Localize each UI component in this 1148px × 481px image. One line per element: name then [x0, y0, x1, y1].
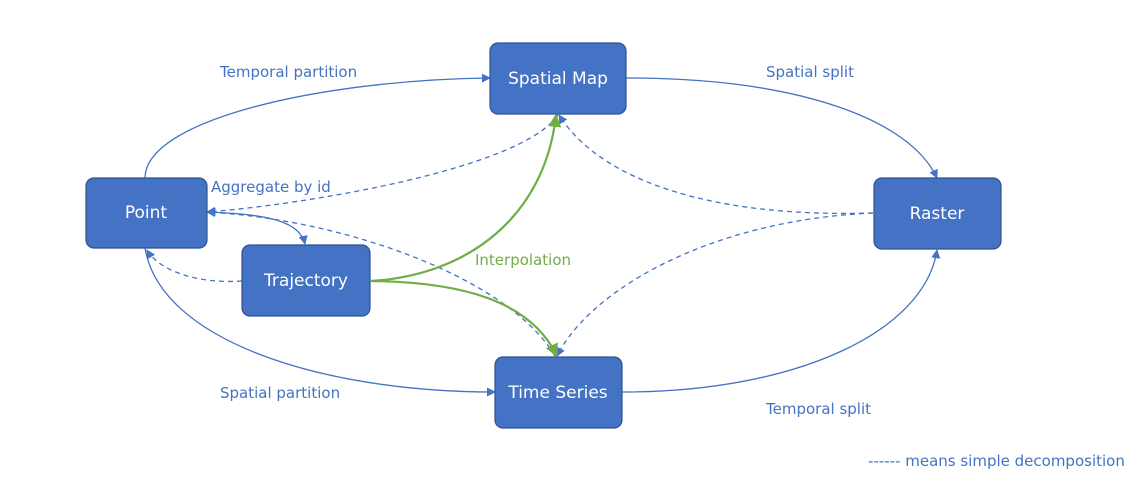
dashed-edge-raster-to-time-series: [556, 212, 874, 357]
edge-point-to-spatial-map: [144, 73, 491, 179]
node-time-series: Time Series: [494, 356, 623, 429]
node-spatial-map: Spatial Map: [489, 42, 627, 115]
label-temporal-partition: Temporal partition: [219, 63, 357, 81]
dashed-edge-trajectory-to-point: [146, 249, 243, 283]
node-trajectory-label: Trajectory: [263, 271, 348, 291]
label-interpolation: Interpolation: [475, 251, 571, 269]
dashed-edge-raster-to-spatial-map: [558, 114, 874, 215]
label-aggregate-by-id: Aggregate by id: [211, 178, 331, 196]
label-temporal-split: Temporal split: [765, 400, 871, 418]
node-raster-label: Raster: [910, 204, 965, 224]
legend-dashed-line-note: ------ means simple decomposition: [868, 452, 1125, 470]
label-spatial-split: Spatial split: [766, 63, 854, 81]
green-edge-trajectory-to-spatial-map: [370, 113, 562, 283]
node-point: Point: [85, 177, 208, 249]
edge-spatial-map-to-raster: [625, 77, 938, 179]
label-spatial-partition: Spatial partition: [220, 384, 340, 402]
node-spatial-map-label: Spatial Map: [508, 69, 608, 89]
node-raster: Raster: [873, 177, 1002, 250]
edge-point-to-time-series: [144, 247, 496, 397]
edge-time-series-to-raster: [621, 249, 941, 393]
dashed-edge-spatial-map-to-point: [206, 114, 559, 216]
node-trajectory: Trajectory: [241, 244, 371, 317]
edge-point-to-trajectory: [206, 207, 308, 245]
node-point-label: Point: [125, 203, 168, 223]
dashed-edge-time-series-to-point: [206, 207, 556, 357]
green-edge-trajectory-to-time-series: [370, 279, 558, 358]
node-time-series-label: Time Series: [507, 383, 607, 403]
